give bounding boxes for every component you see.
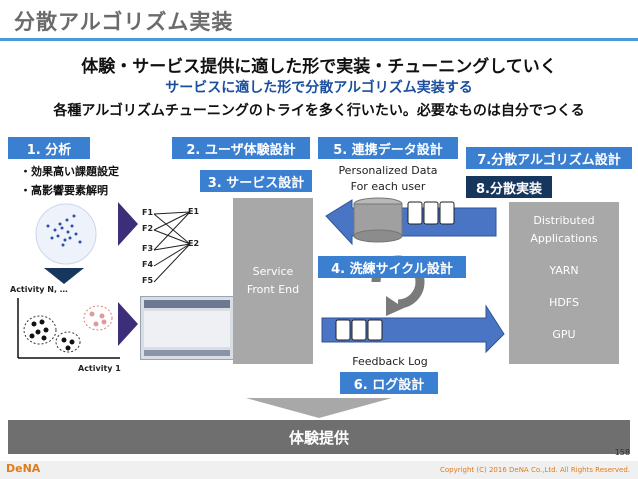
analysis-bullet-1: ・効果高い課題設定 [20,165,119,178]
down-arrow-icon [246,398,392,418]
personalized-data-line2: For each user [350,180,426,193]
experience-bar: 体験提供 [8,420,630,454]
scatter-thumbnail [35,203,97,265]
step-data-link: 5. 連携データ設計 [318,137,458,159]
screen-thumbnail [140,296,234,360]
cluster-chart [17,298,120,359]
personalized-data-line1: Personalized Data [338,164,438,177]
effect-node: E2 [188,239,200,248]
step-log-design: 6. ログ設計 [340,372,438,394]
platform-gpu: GPU [552,328,576,341]
footer [0,461,638,479]
step-service-design: 3. サービス設計 [200,170,312,192]
factor-node: F2 [142,224,154,233]
factor-node: F1 [142,208,154,217]
front-end-label: Front End [246,283,300,296]
title-divider [0,38,638,41]
data-flow-diagram [321,197,505,354]
platform-hdfs: HDFS [549,296,579,309]
factor-node: F4 [142,260,154,269]
factor-node: F5 [142,276,154,285]
down-arrow-icon [44,268,84,284]
right-arrow-icon [118,202,138,246]
step-distributed-impl: 8.分散実装 [466,176,552,198]
personalized-data-caption: Personalized Data For each user [318,163,458,195]
distributed-title-1: Distributed [533,214,595,227]
dena-logo: DeNA [6,462,41,475]
distributed-title-2: Applications [530,232,598,245]
axis-y-label: Activity N, … [10,285,68,294]
right-arrow-icon [118,302,138,346]
subheadline-2: 各種アルゴリズムチューニングのトライを多く行いたい。必要なものは自分でつくる [53,103,585,119]
step-refine-cycle: 4. 洗練サイクル設計 [318,256,466,278]
service-front-end: Service Front End [233,198,313,364]
headline: 体験・サービス提供に適した形で実装・チューニングしていく [81,57,557,77]
copyright: Copyright (C) 2016 DeNA Co.,Ltd. All Rig… [439,466,630,474]
feedback-log-label: Feedback Log [352,355,428,368]
service-label: Service [252,265,294,278]
slide-title: 分散アルゴリズム実装 [14,10,234,34]
factor-network [153,211,191,283]
analysis-bullet-2: ・高影響要素解明 [20,184,108,197]
step-user-experience: 2. ユーザ体験設計 [172,137,310,159]
distributed-applications-box: Distributed Applications YARN HDFS GPU [509,202,619,364]
factor-node: F3 [142,244,154,253]
axis-x-label: Activity 1 [78,364,121,373]
step-distributed-algo: 7.分散アルゴリズム設計 [466,147,632,169]
page-number: 158 [614,448,630,457]
step-analysis: 1. 分析 [8,137,90,159]
platform-yarn: YARN [549,264,579,277]
subheadline: サービスに適した形で分散アルゴリズム実装する [165,80,473,96]
effect-node: E1 [188,207,200,216]
